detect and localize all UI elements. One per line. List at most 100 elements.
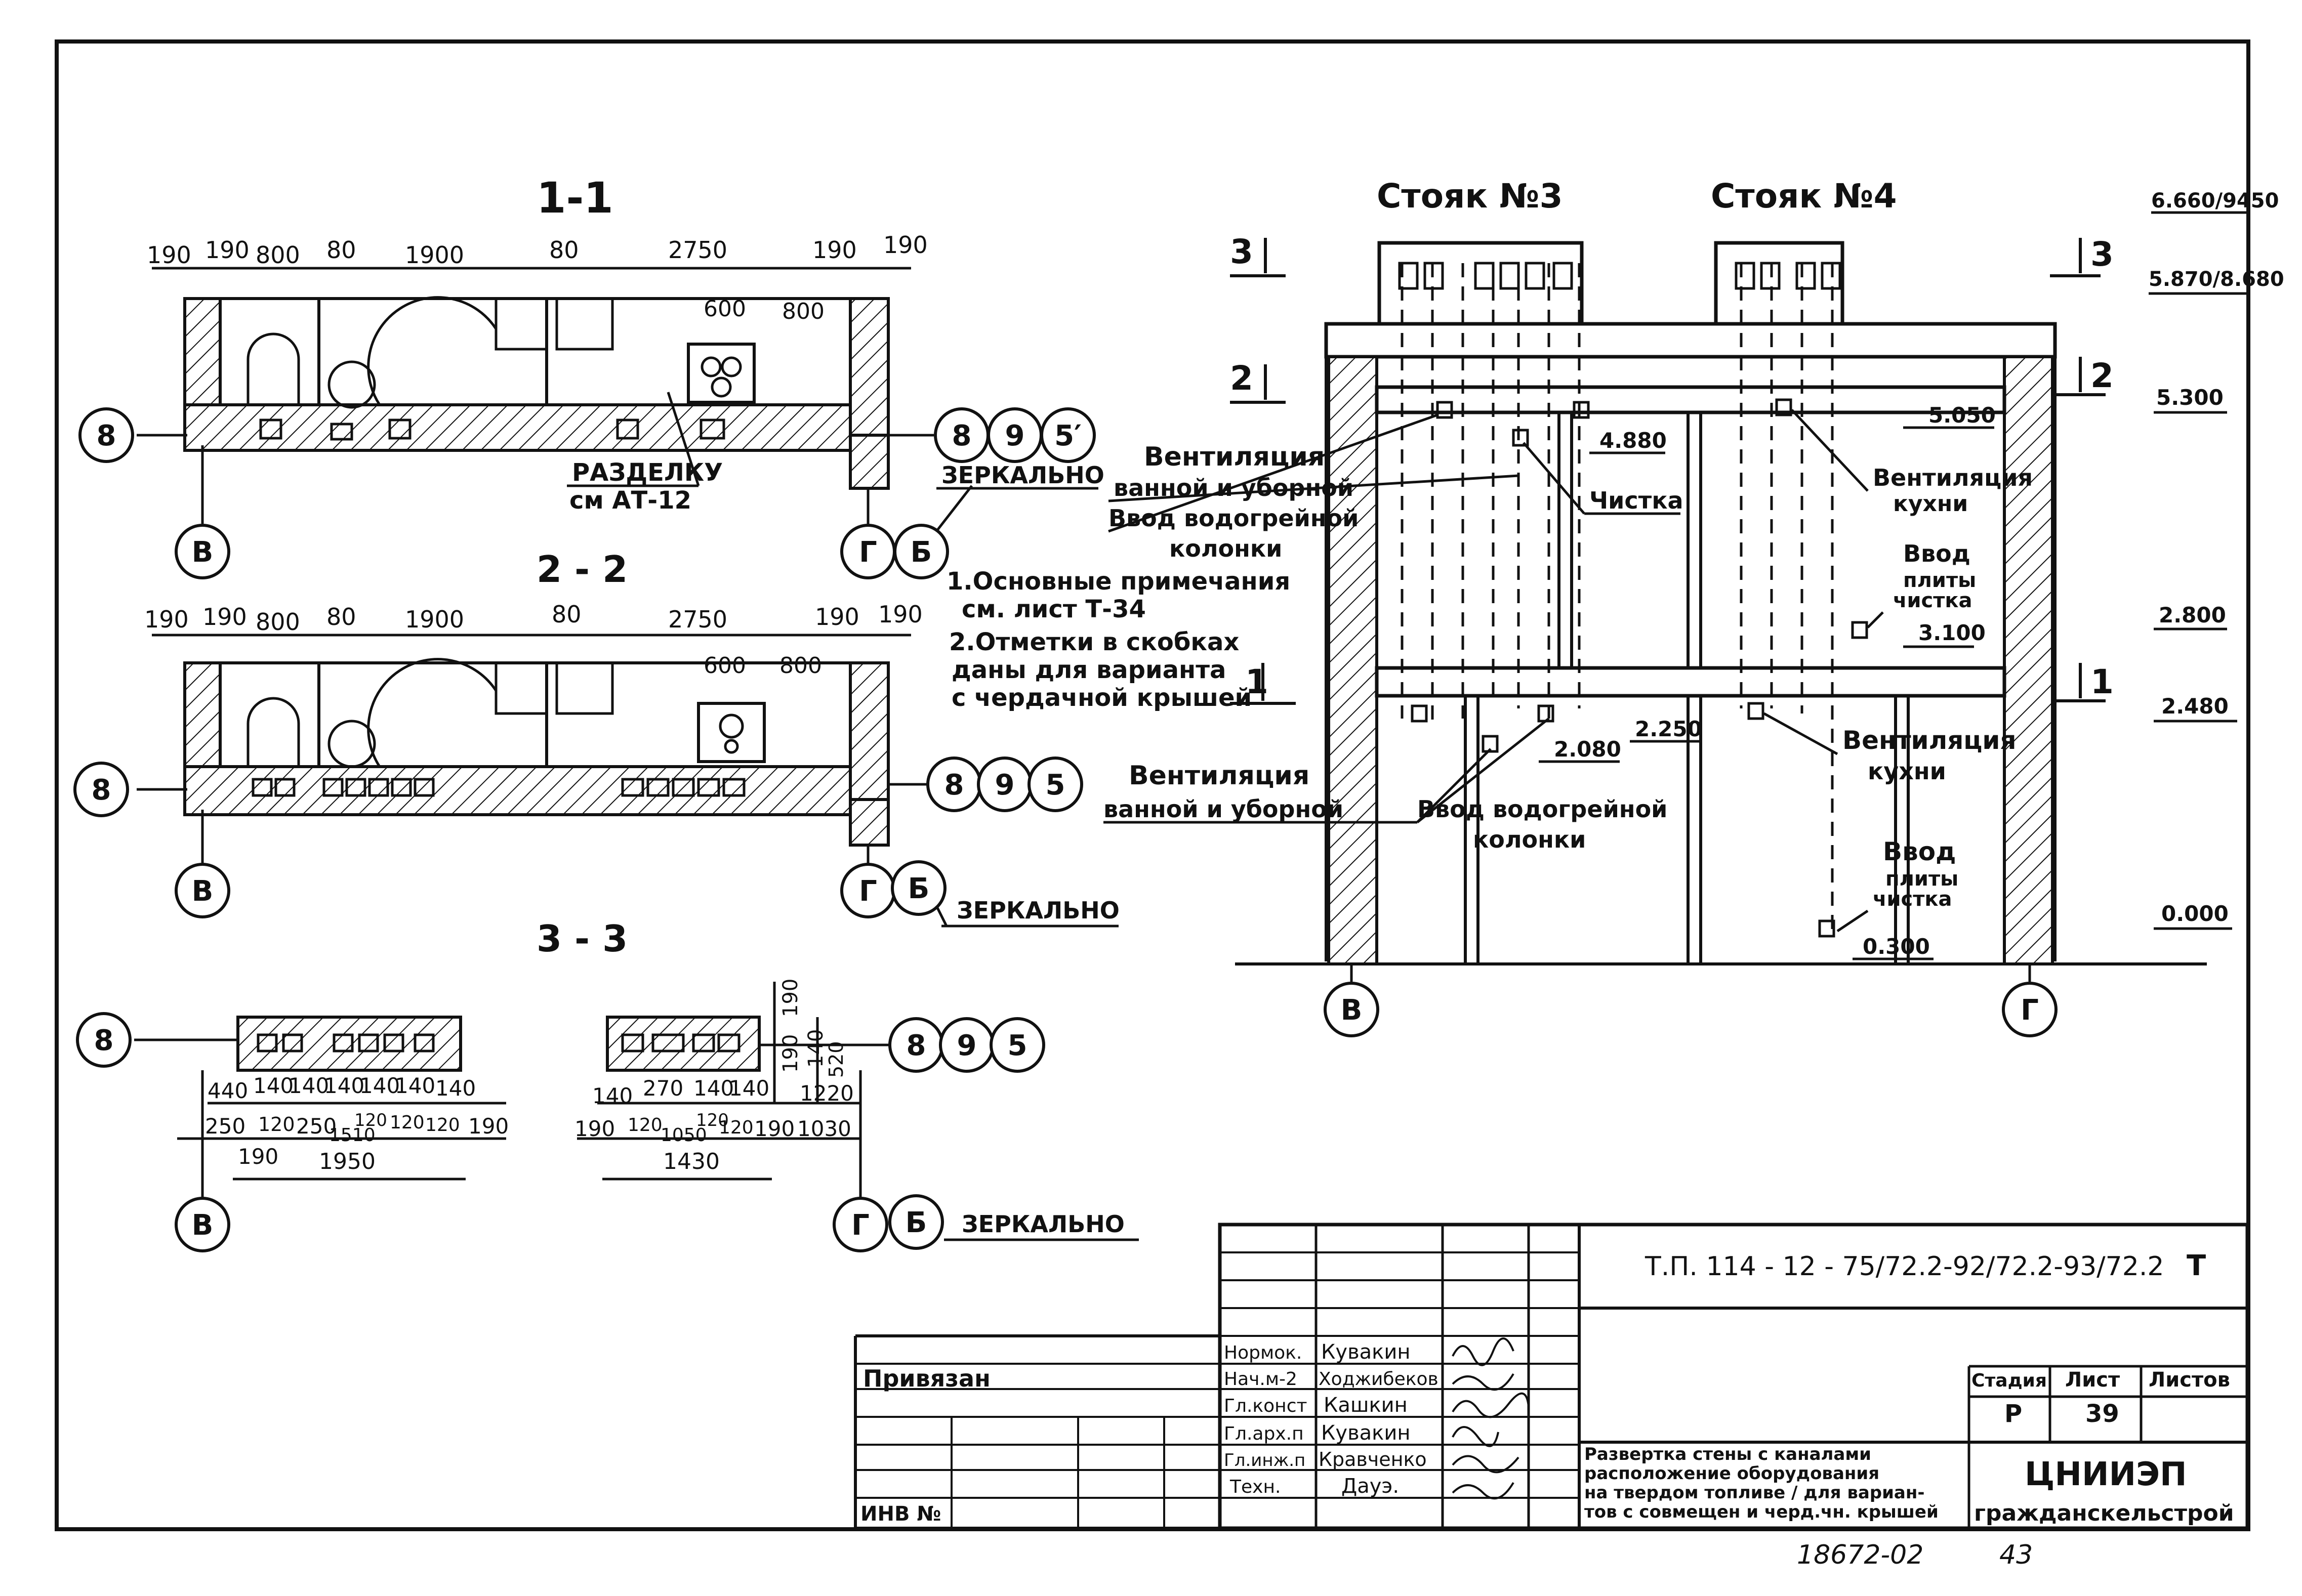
- cut-mark: 1: [1245, 662, 1268, 701]
- callout-vent-kitchen: Вентиляция кухни: [1763, 712, 2017, 785]
- axis-marker: [73, 762, 129, 817]
- dim: 600: [704, 296, 746, 322]
- callout-heater: Ввод водогрейной колонки: [1416, 718, 1667, 853]
- level-mark: 2.800: [2159, 603, 2226, 627]
- dim: 1950: [319, 1149, 376, 1174]
- dim: 80: [549, 236, 579, 264]
- dim: 120: [258, 1113, 295, 1136]
- dim: 140: [324, 1073, 364, 1098]
- axis-label: Б: [908, 872, 930, 905]
- axis-label: 9: [995, 769, 1015, 802]
- callout-line: чистка: [1873, 888, 1952, 911]
- callout-line: кухни: [1893, 491, 1968, 517]
- note-line: РАЗДЕЛКУ: [572, 458, 723, 487]
- axis-marker: [78, 407, 134, 463]
- name: Дауэ.: [1341, 1475, 1399, 1498]
- axis-marker: [1027, 757, 1083, 812]
- note-line: даны для варианта: [952, 656, 1226, 684]
- axis-label: 8: [944, 769, 964, 802]
- dim: 800: [779, 653, 822, 679]
- callout-line: колонки: [1473, 826, 1586, 853]
- cut-mark: 3: [2090, 235, 2114, 274]
- axis-label: Г: [851, 1209, 870, 1242]
- dim: 800: [256, 241, 300, 269]
- axis-marker: [888, 1194, 944, 1250]
- callout-line: Вентиляция: [1842, 726, 2017, 755]
- dim: 190: [779, 1034, 802, 1073]
- sheet-description: Развертка стены с каналами расположение …: [1584, 1444, 1939, 1522]
- lists-header: Листов: [2149, 1368, 2230, 1392]
- axis-marker: [1040, 407, 1096, 463]
- callout-cleaning: Чистка: [1589, 487, 1683, 514]
- note-line: 1.Основные примечания: [947, 567, 1290, 596]
- dim: 190: [202, 603, 247, 631]
- cut-mark: 2: [2090, 356, 2114, 395]
- axis-label: 5: [1008, 1029, 1027, 1062]
- dim: 190: [574, 1116, 615, 1141]
- level-mark: 2.080: [1554, 737, 1621, 762]
- dim: 440: [208, 1078, 248, 1103]
- note-line: с чердачной крышей: [952, 684, 1252, 712]
- wall-elevation: Стояк №3 Стояк №4: [1103, 177, 2284, 1037]
- stage-value: Р: [2004, 1400, 2022, 1428]
- role: Нач.м-2: [1224, 1369, 1297, 1390]
- dim: 140: [359, 1073, 400, 1098]
- dim: 2750: [668, 606, 727, 633]
- axis-label: В: [192, 536, 214, 569]
- callout-stove-top: Ввод плиты чистка: [1867, 540, 1976, 628]
- dim: 1030: [797, 1116, 851, 1141]
- name: Кравченко: [1319, 1448, 1427, 1471]
- archive-number: 18672-02: [1797, 1540, 1923, 1570]
- dim: 1050: [661, 1125, 707, 1146]
- callout-line: Вентиляция: [1129, 761, 1309, 791]
- callout-line: Ввод водогрейной: [1417, 795, 1667, 823]
- axis-label: В: [1341, 994, 1363, 1027]
- names-column: Кувакин Ходжибеков Кашкин Кувакин Кравче…: [1319, 1340, 1438, 1498]
- callout-line: кухни: [1868, 758, 1946, 785]
- axis-label: 5′: [1054, 419, 1082, 452]
- axis-label: 8: [94, 1024, 114, 1057]
- dim: 190: [754, 1116, 795, 1141]
- inventory-label: ИНВ №: [860, 1502, 941, 1526]
- title-block: Привязан ИНВ № Нормок. Нач.м-2 Гл.конст …: [854, 1223, 2249, 1530]
- callout-line: чистка: [1893, 589, 1972, 612]
- note-line: см АТ-12: [569, 486, 691, 515]
- dim: 190: [815, 603, 859, 631]
- dim: 1510: [329, 1125, 376, 1146]
- axis-marker: [1324, 982, 1379, 1037]
- dim: 80: [326, 236, 356, 264]
- dim: 190: [144, 606, 189, 633]
- desc-line: Развертка стены с каналами: [1584, 1444, 1871, 1464]
- level-mark: 2.480: [2161, 694, 2229, 719]
- axes-1-1: 8 В 8 9 5′ Г Б ЗЕРКАЛЬНО: [78, 407, 1104, 579]
- mirror-label: ЗЕРКАЛЬНО: [962, 1210, 1125, 1238]
- level-mark: 4.880: [1599, 428, 1667, 453]
- section-2-2: 2 - 2 190 190 800 80 1900 80 2750 190 19…: [73, 548, 1120, 928]
- dim: 80: [552, 601, 582, 628]
- section-1-1: 1-1 190 190 800 80 1900 80 2750 190 190 …: [147, 173, 928, 515]
- dim: 190: [205, 236, 250, 264]
- desc-line: тов с совмещен и черд.чн. крышей: [1584, 1502, 1939, 1522]
- level-mark: 0.300: [1863, 934, 1930, 959]
- cut-mark: 2: [1230, 359, 1253, 398]
- section-title: 3 - 3: [537, 917, 628, 960]
- dim: 270: [643, 1076, 683, 1101]
- axis-marker: [990, 1017, 1045, 1073]
- dim: 1900: [405, 241, 464, 269]
- section-title: 1-1: [537, 173, 613, 223]
- note-line: см. лист Т-34: [962, 595, 1146, 623]
- dim: 800: [782, 299, 825, 324]
- organization: гражданскельстрой: [1974, 1500, 2234, 1526]
- bound-label: Привязан: [863, 1365, 991, 1392]
- dim: 190: [147, 241, 191, 269]
- axis-label: Г: [859, 536, 877, 569]
- axis-marker: [891, 860, 947, 916]
- axis-label: 9: [957, 1029, 977, 1062]
- desc-line: расположение оборудования: [1584, 1463, 1879, 1484]
- dim: 250: [296, 1114, 337, 1139]
- dim: 120: [425, 1115, 460, 1136]
- note-line: 2.Отметки в скобках: [949, 628, 1239, 656]
- dim: 190: [812, 236, 857, 264]
- cut-mark: 3: [1230, 232, 1253, 271]
- dim: 600: [704, 653, 746, 679]
